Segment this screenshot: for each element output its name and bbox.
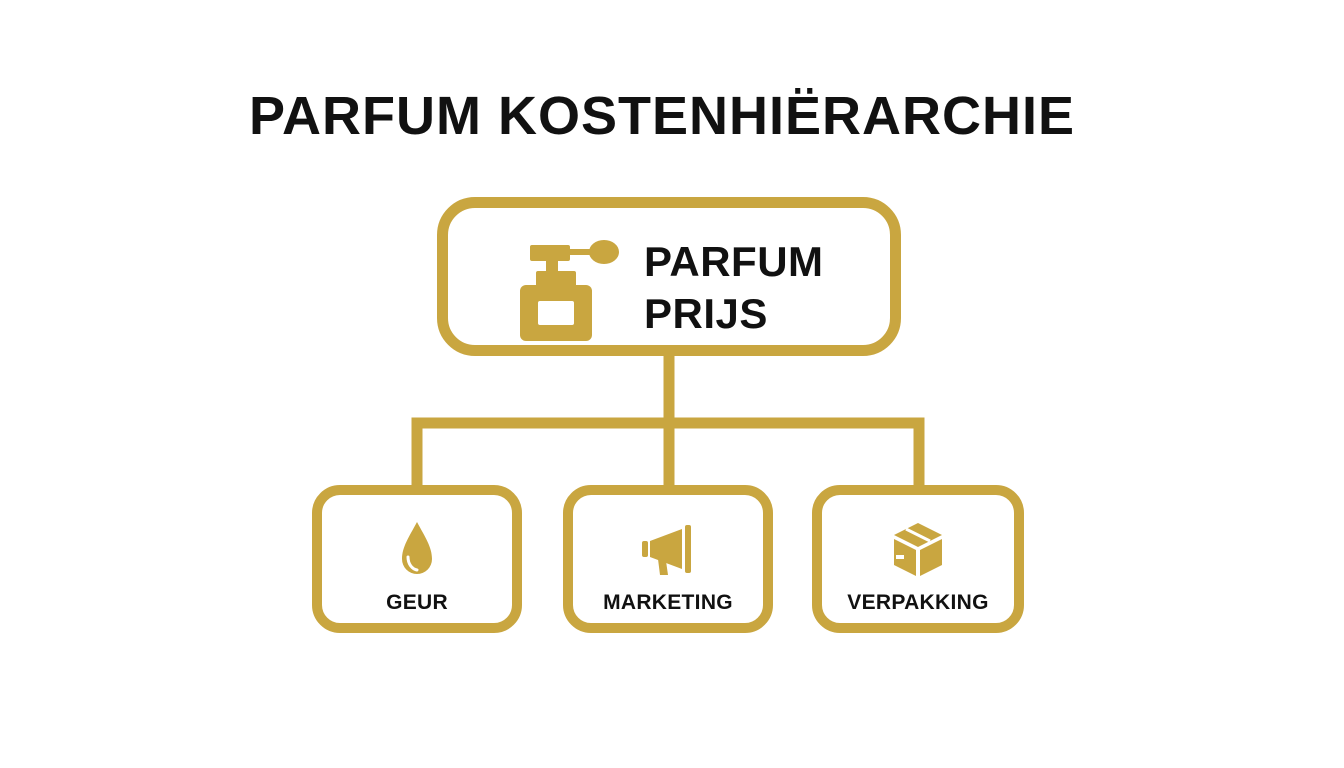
droplet-icon <box>402 522 432 574</box>
diagram-title: PARFUM KOSTENHIËRARCHIE <box>248 86 1075 146</box>
child-label-packaging: VERPAKKING <box>847 591 989 614</box>
root-label-line1: PARFUM <box>644 238 824 285</box>
megaphone-icon <box>642 525 691 575</box>
child-node-packaging: VERPAKKING <box>812 485 1024 633</box>
child-label-marketing: MARKETING <box>603 591 733 614</box>
child-node-scent: GEUR <box>312 485 522 633</box>
perfume-bottle-icon <box>520 240 619 341</box>
child-label-scent: GEUR <box>386 591 448 614</box>
root-node-perfume-price: PARFUM PRIJS <box>437 197 901 356</box>
package-box-icon <box>894 523 942 576</box>
root-label-line2: PRIJS <box>644 290 768 337</box>
root-label: PARFUM PRIJS <box>644 236 824 340</box>
child-node-marketing: MARKETING <box>563 485 773 633</box>
